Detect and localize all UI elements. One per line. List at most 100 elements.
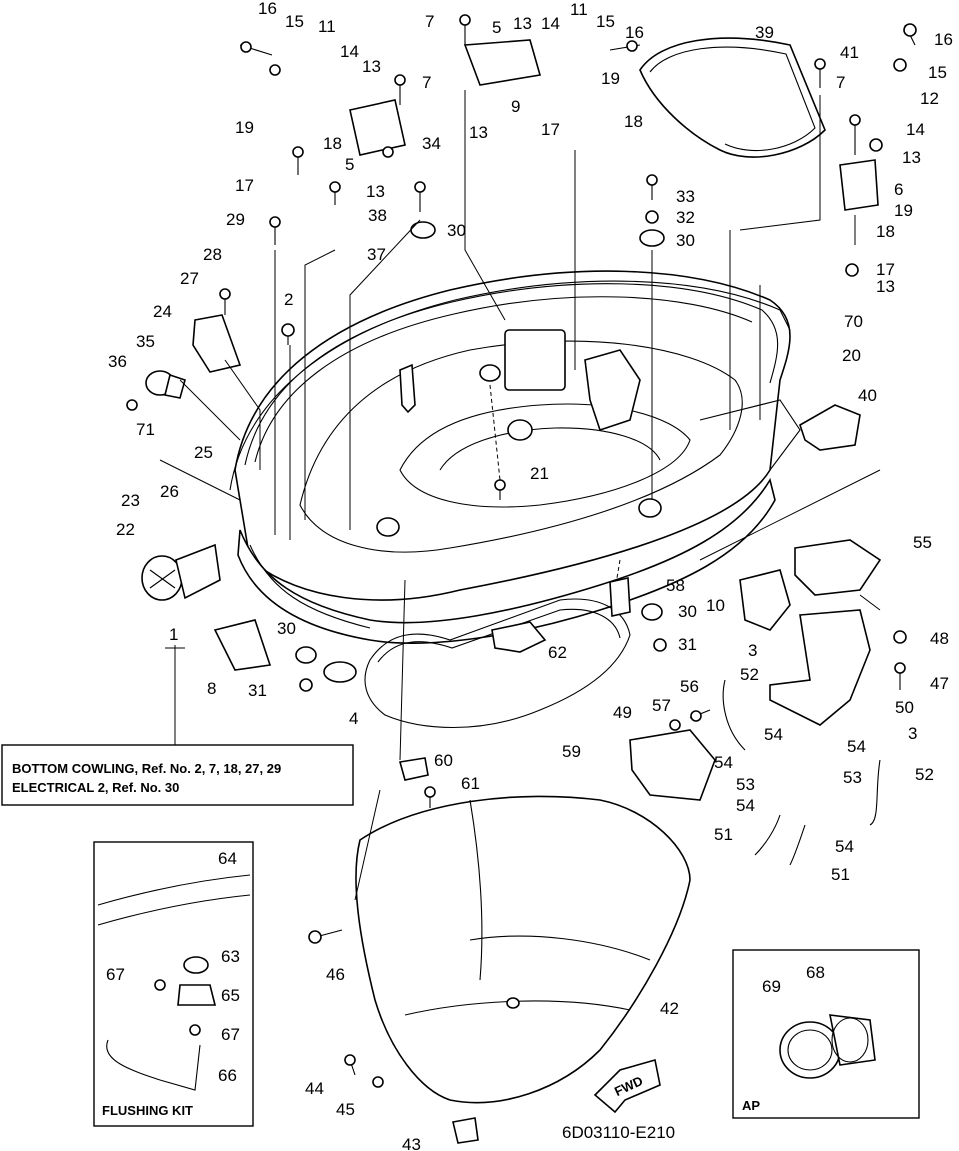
- callout-10: 10: [706, 596, 725, 615]
- callout-67: 67: [106, 965, 125, 984]
- callout-15: 15: [285, 12, 304, 31]
- callout-25: 25: [194, 443, 213, 462]
- part-58: [609, 577, 631, 617]
- callout-47: 47: [930, 674, 949, 693]
- callout-labels: 16 15 11 14 13 7 19 18 5 13 17 38 34 30 …: [106, 0, 953, 1151]
- callout-22: 22: [116, 520, 135, 539]
- callout-30: 30: [678, 602, 697, 621]
- callout-52: 52: [915, 765, 934, 784]
- callout-36: 36: [108, 352, 127, 371]
- callout-70: 70: [844, 312, 863, 331]
- callout-16: 16: [258, 0, 277, 18]
- callout-49: 49: [613, 703, 632, 722]
- callout-54: 54: [736, 796, 755, 815]
- callout-63: 63: [221, 947, 240, 966]
- callout-28: 28: [203, 245, 222, 264]
- callout-46: 46: [326, 965, 345, 984]
- part-60: [398, 757, 429, 781]
- callout-67: 67: [221, 1025, 240, 1044]
- callout-13: 13: [876, 277, 895, 296]
- reference-line-1: BOTTOM COWLING, Ref. No. 2, 7, 18, 27, 2…: [12, 761, 281, 776]
- callout-8: 8: [207, 679, 216, 698]
- part-10: [739, 569, 791, 631]
- flushing-kit-label: FLUSHING KIT: [102, 1103, 193, 1118]
- callout-55: 55: [913, 533, 932, 552]
- hose-51a: [754, 814, 781, 856]
- callout-68: 68: [806, 963, 825, 982]
- plug-35: [145, 370, 186, 399]
- grommet-30d: [641, 603, 663, 621]
- callout-2: 2: [284, 290, 293, 309]
- fwd-arrow: FWD: [593, 1058, 661, 1114]
- callout-19: 19: [601, 69, 620, 88]
- callout-54: 54: [835, 837, 854, 856]
- part-49: [629, 729, 716, 801]
- callout-43: 43: [402, 1135, 421, 1151]
- callout-30: 30: [676, 231, 695, 250]
- callout-23: 23: [121, 491, 140, 510]
- part-43: [452, 1117, 479, 1144]
- callout-54: 54: [714, 753, 733, 772]
- callout-33: 33: [676, 187, 695, 206]
- callout-58: 58: [666, 576, 685, 595]
- callout-57: 57: [652, 696, 671, 715]
- callout-54: 54: [764, 725, 783, 744]
- grommet-30c: [295, 646, 317, 664]
- grommet-30a: [410, 221, 436, 239]
- hose-52b: [869, 759, 881, 826]
- callout-34: 34: [422, 134, 441, 153]
- callout-24: 24: [153, 302, 172, 321]
- connector-22: [141, 543, 221, 601]
- callout-13: 13: [513, 14, 532, 33]
- leader-lines: [159, 90, 881, 901]
- grommet-4: [323, 661, 357, 683]
- callout-30: 30: [277, 619, 296, 638]
- callout-12: 12: [920, 89, 939, 108]
- ap-inset: AP: [732, 949, 920, 1119]
- callout-71: 71: [136, 420, 155, 439]
- callout-19: 19: [235, 118, 254, 137]
- callout-69: 69: [762, 977, 781, 996]
- hose-52a: [722, 679, 746, 751]
- callout-11: 11: [570, 0, 588, 19]
- flushing-kit-inset: FLUSHING KIT: [93, 841, 254, 1127]
- callout-16: 16: [625, 23, 644, 42]
- callout-13: 13: [902, 148, 921, 167]
- callout-40: 40: [858, 386, 877, 405]
- callout-17: 17: [876, 260, 895, 279]
- callout-3: 3: [748, 641, 757, 660]
- callout-15: 15: [596, 12, 615, 31]
- diagram-code: 6D03110-E210: [562, 1123, 675, 1142]
- callout-7: 7: [836, 73, 845, 92]
- callout-18: 18: [876, 222, 895, 241]
- bracket-24: [192, 314, 242, 373]
- callout-54: 54: [847, 737, 866, 756]
- callout-59: 59: [562, 742, 581, 761]
- clamp-5a: [463, 39, 542, 86]
- callout-21: 21: [530, 464, 549, 483]
- callout-62: 62: [548, 643, 567, 662]
- ap-label: AP: [742, 1098, 760, 1113]
- callout-38: 38: [368, 206, 387, 225]
- callout-3: 3: [908, 724, 917, 743]
- grommet-30b: [639, 229, 665, 247]
- callout-39: 39: [755, 23, 774, 42]
- lower-cowling-42: [355, 795, 691, 1104]
- callout-30: 30: [447, 221, 466, 240]
- seal-59: [364, 598, 631, 728]
- callout-27: 27: [180, 269, 199, 288]
- rubber-seal-20: [229, 280, 791, 491]
- bracket-8: [213, 619, 272, 671]
- hose-51b: [789, 824, 806, 866]
- callout-13: 13: [469, 123, 488, 142]
- callout-17: 17: [541, 120, 560, 139]
- callout-66: 66: [218, 1066, 237, 1085]
- callout-53: 53: [843, 768, 862, 787]
- callout-18: 18: [624, 112, 643, 131]
- callout-16: 16: [934, 30, 953, 49]
- bottom-cowling: [234, 270, 801, 644]
- callout-20: 20: [842, 346, 861, 365]
- reference-box: BOTTOM COWLING, Ref. No. 2, 7, 18, 27, 2…: [1, 744, 354, 806]
- callout-4: 4: [349, 709, 358, 728]
